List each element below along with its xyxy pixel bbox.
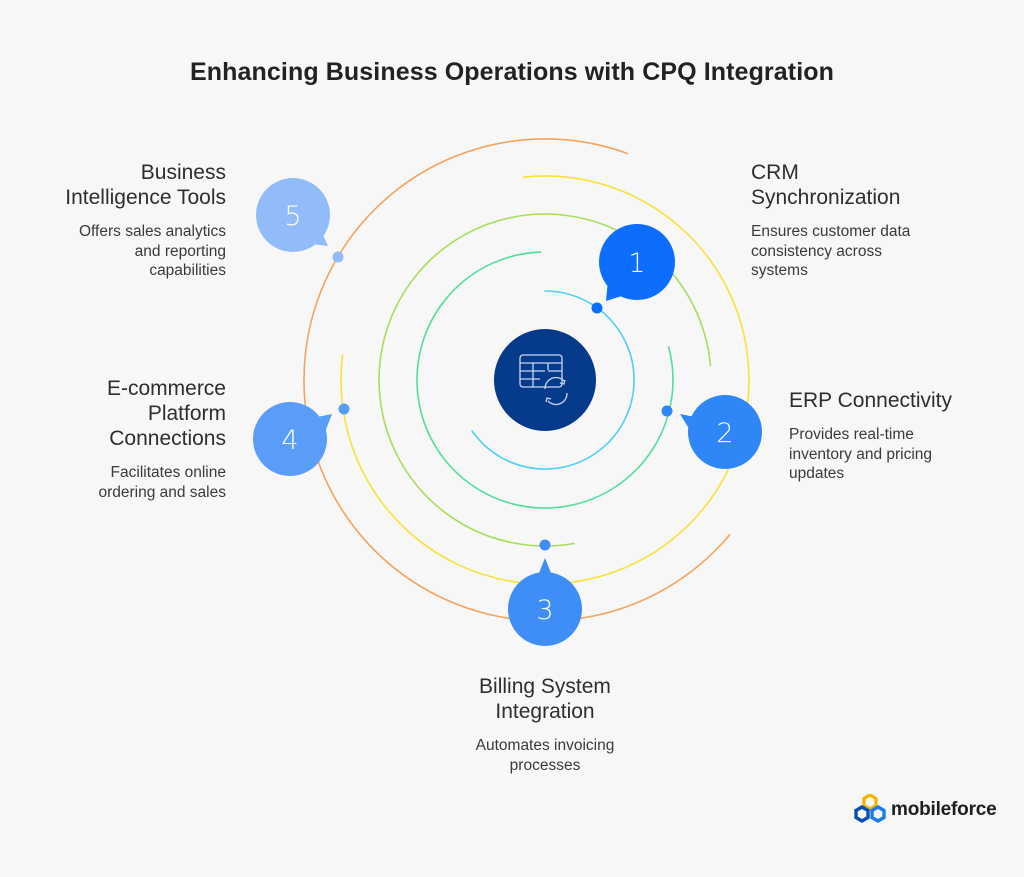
bubble-number-3: 3	[536, 595, 553, 626]
orbit-arc-yellow	[340, 175, 750, 585]
bubble-5[interactable]: 5	[256, 178, 330, 252]
description-line: inventory and pricing	[789, 445, 933, 463]
bubble-1[interactable]: 1	[599, 224, 675, 301]
heading-line: Synchronization	[751, 186, 901, 209]
description-line: Ensures customer data	[751, 223, 911, 240]
item-label-ecommerce: E-commerce Platform Connections Facilita…	[98, 376, 226, 502]
connector-dot-5	[332, 251, 344, 263]
connector-dot-3	[539, 539, 551, 551]
bubble-number-4: 4	[281, 425, 298, 456]
bubble-number-1: 1	[628, 248, 645, 279]
description-line: systems	[751, 262, 808, 279]
description-line: consistency across	[751, 242, 882, 260]
brand-name: mobileforce	[891, 799, 997, 820]
description-line: Automates invoicing	[475, 737, 615, 754]
item-description-ecommerce: Facilitates online ordering and sales	[98, 463, 226, 502]
table-sync-icon	[519, 354, 568, 406]
center-hub	[494, 329, 596, 431]
orbit-arc-teal	[416, 251, 674, 509]
description-line: capabilities	[149, 262, 226, 279]
description-line: and reporting	[134, 242, 226, 260]
item-heading-erp: ERP Connectivity	[789, 388, 952, 413]
connector-dot-1	[591, 302, 603, 314]
item-label-crm: CRM Synchronization Ensures customer dat…	[751, 160, 910, 281]
heading-line: Integration	[495, 700, 595, 723]
description-line: Offers sales analytics	[78, 223, 226, 240]
item-heading-billing: Billing System Integration	[395, 674, 695, 724]
item-heading-bi: Business Intelligence Tools	[65, 160, 226, 210]
description-line: updates	[789, 465, 845, 482]
heading-line: Billing System	[479, 675, 611, 698]
heading-line: Connections	[109, 427, 226, 450]
bubble-number-5: 5	[284, 201, 301, 232]
bubble-number-2: 2	[716, 418, 733, 449]
description-line: processes	[509, 756, 581, 774]
item-heading-crm: CRM Synchronization	[751, 160, 910, 210]
brand-logo[interactable]: mobileforce	[853, 794, 997, 826]
item-description-bi: Offers sales analytics and reporting cap…	[65, 222, 226, 281]
heading-line: Intelligence Tools	[65, 186, 226, 209]
item-label-billing: Billing System Integration Automates inv…	[395, 674, 695, 775]
bubble-2[interactable]: 2	[680, 395, 762, 469]
page-title: Enhancing Business Operations with CPQ I…	[190, 58, 834, 86]
item-label-erp: ERP Connectivity Provides real-time inve…	[789, 388, 952, 484]
heading-line: E-commerce	[106, 377, 226, 400]
item-label-bi: Business Intelligence Tools Offers sales…	[65, 160, 226, 281]
heading-line: Platform	[147, 402, 226, 425]
description-line: ordering and sales	[98, 483, 226, 501]
item-description-crm: Ensures customer data consistency across…	[751, 222, 910, 281]
description-line: Facilitates online	[110, 464, 226, 481]
heading-line: Business	[140, 161, 226, 184]
hexagon-chain-logo-icon	[854, 794, 886, 823]
heading-line: ERP Connectivity	[789, 389, 953, 412]
connector-dot-4	[338, 403, 350, 415]
item-description-erp: Provides real-time inventory and pricing…	[789, 425, 952, 484]
heading-line: CRM	[751, 161, 799, 184]
connector-dot-2	[661, 405, 673, 417]
item-heading-ecommerce: E-commerce Platform Connections	[98, 376, 226, 451]
bubble-4[interactable]: 4	[253, 402, 332, 476]
item-description-billing: Automates invoicing processes	[395, 736, 695, 775]
bubble-3[interactable]: 3	[508, 558, 582, 646]
description-line: Provides real-time	[789, 426, 914, 443]
